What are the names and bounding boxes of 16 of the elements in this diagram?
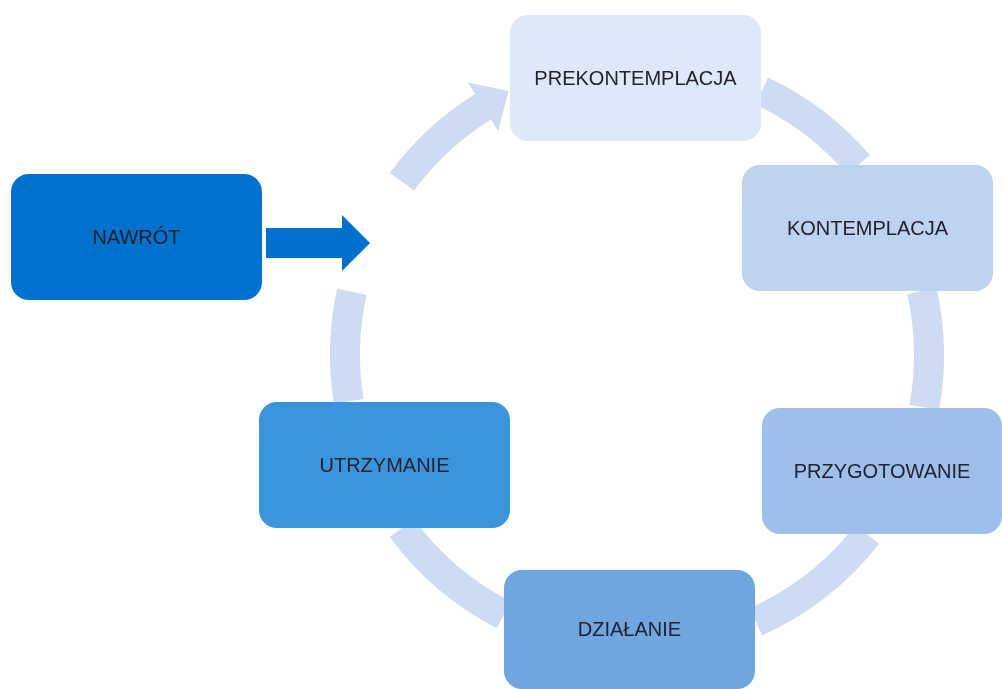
- stage-box: [510, 15, 761, 141]
- stage-label: DZIAŁANIE: [577, 618, 682, 641]
- stage-label: KONTEMPLACJA: [786, 216, 949, 240]
- cycle-arc: [330, 289, 367, 404]
- cycle-arc: [907, 288, 944, 410]
- stage-box: [504, 570, 755, 689]
- stage-label: NAWRÓT: [92, 225, 181, 249]
- arrow: [390, 83, 508, 192]
- stage-label: UTRZYMANIE: [319, 453, 450, 477]
- block-arrow: [266, 215, 370, 271]
- stage-box: [762, 408, 1002, 534]
- stage-box: [742, 165, 993, 291]
- stage-box: [259, 402, 510, 528]
- stage-label: PREKONTEMPLACJA: [534, 66, 737, 90]
- stage-box: [11, 174, 262, 300]
- stage-label: PRZYGOTOWANIE: [793, 459, 971, 483]
